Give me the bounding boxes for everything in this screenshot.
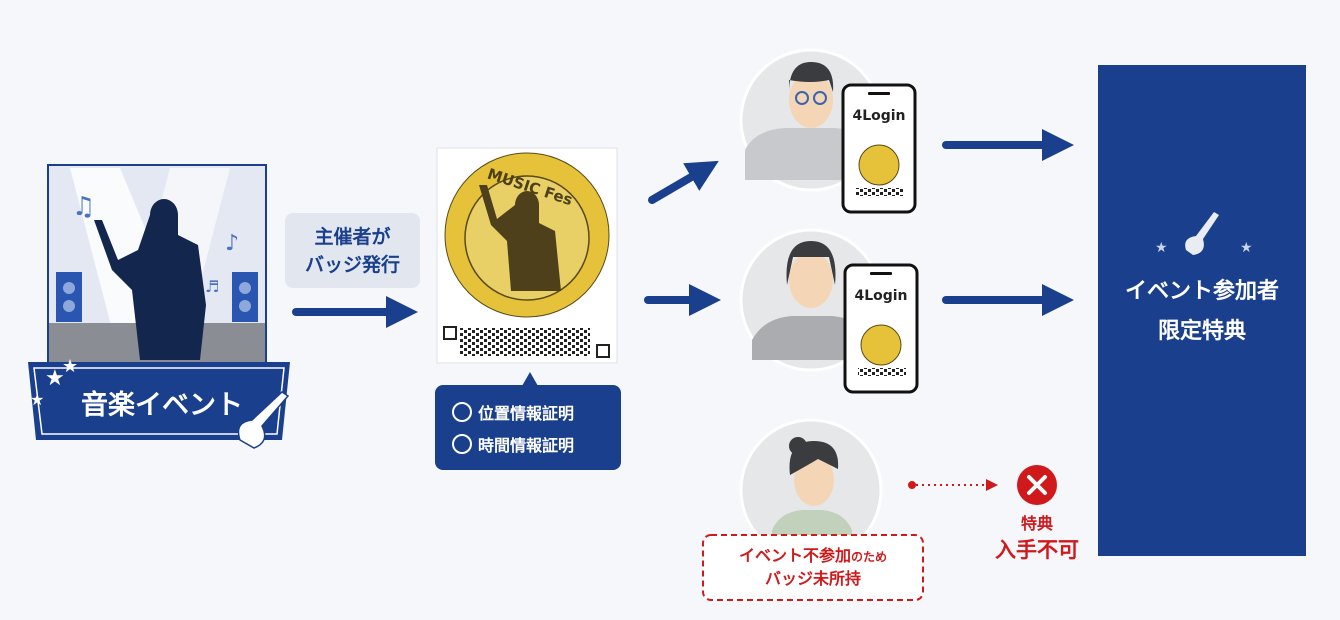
svg-text:★: ★ [1155,240,1168,256]
issue-label: 主催者が バッジ発行 [285,223,420,279]
svg-text:♫: ♫ [72,192,95,222]
svg-text:★: ★ [62,356,78,377]
location-pin-icon [452,402,472,422]
guitar-icon [1185,212,1219,255]
note-line-1b: のため [851,550,888,564]
non-participant-note: イベント不参加のため バッジ未所持 [703,545,923,590]
stage-illustration: ♫ ♪ ♬ [47,164,267,366]
qr-code [443,326,611,358]
phone-1 [841,83,917,214]
cross-icon [1017,465,1057,505]
svg-text:★: ★ [30,390,44,409]
issue-label-box [285,213,420,288]
svg-text:♪: ♪ [225,231,239,256]
svg-text:♬: ♬ [205,277,219,296]
phone-app-name: 4Login [852,108,906,124]
note-line-1a: イベント不参加 [738,546,851,565]
arrow-up-right-icon [648,160,719,204]
proof-label: 位置情報証明 [478,404,575,423]
proof-callout [435,385,621,470]
reward-line-1: イベント参加者 [1124,279,1279,304]
badge-card [436,147,618,364]
note-line-2: バッジ未所持 [764,569,861,588]
clock-icon [452,434,472,454]
issue-line-2: バッジ発行 [304,254,400,276]
non-participant-note-box [702,534,924,601]
reward-box [1098,65,1306,556]
phone-app-name: 4Login [854,288,908,304]
event-label: 音楽イベント [81,390,243,421]
reward-label: イベント参加者 限定特典 [1098,272,1306,352]
non-participant-avatar [739,418,883,562]
phone-2 [843,263,919,394]
proof-label: 時間情報証明 [478,436,575,455]
svg-text:★: ★ [1240,240,1253,256]
denied-line-2: 入手不可 [995,538,1079,562]
guitar-icon [237,391,290,449]
svg-text:★: ★ [45,366,65,391]
event-banner: ★★ ★ [28,356,290,449]
proof-location: 位置情報証明 [452,396,574,428]
denied-label: 特典 入手不可 [985,510,1089,564]
issue-line-1: 主催者が [314,226,391,248]
reward-line-2: 限定特典 [1157,319,1246,344]
proof-list: 位置情報証明 時間情報証明 [452,396,574,460]
proof-time: 時間情報証明 [452,428,574,460]
denied-line-1: 特典 [1020,514,1053,533]
